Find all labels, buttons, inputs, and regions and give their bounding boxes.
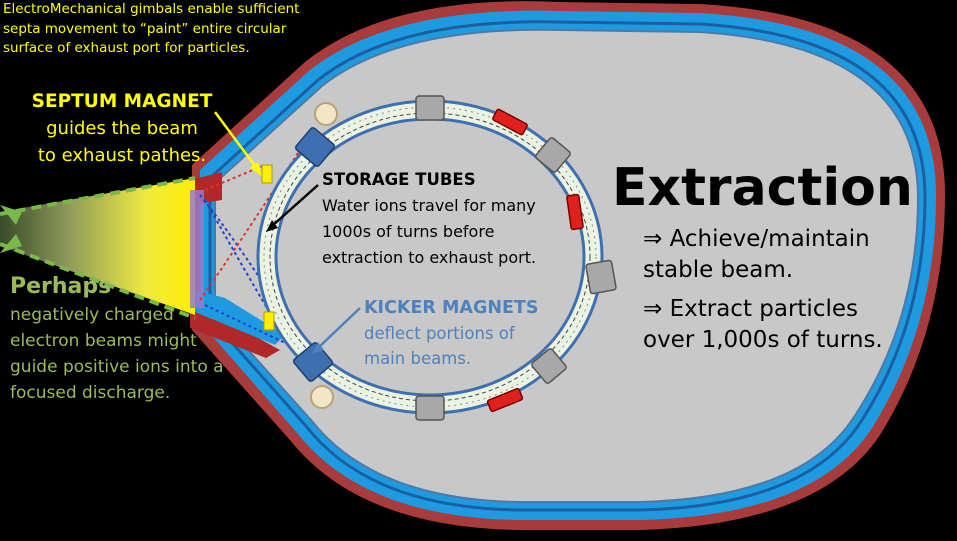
septum-element-upper — [261, 164, 273, 184]
exhaust-port-blue — [195, 290, 285, 345]
storage-label: STORAGE TUBES Water ions travel for many… — [322, 167, 536, 271]
extraction-bullets: ⇒ Achieve/maintain stable beam. ⇒ Extrac… — [643, 224, 883, 356]
kicker-pointer — [317, 307, 361, 349]
septum-pointer — [213, 111, 260, 171]
perhaps-heading: Perhaps — [10, 274, 112, 299]
gimbal-note: ElectroMechanical gimbals enable suffici… — [3, 0, 299, 59]
kicker-magnets — [486, 108, 584, 413]
gimbal-note-line: ElectroMechanical gimbals enable suffici… — [3, 1, 300, 17]
beam-guide-upper — [0, 176, 196, 216]
septum-label: SEPTUM MAGNET guides the beam to exhaust… — [8, 88, 236, 169]
beam-arrow-upper — [0, 205, 22, 225]
beam-guide-lower — [0, 242, 196, 320]
septum-blocks — [292, 127, 336, 382]
septum-pointer-head — [250, 162, 262, 176]
bullet-line: stable beam. — [643, 257, 794, 283]
bullet-line: ⇒ Extract particles — [643, 296, 858, 322]
bullet-spacer — [643, 286, 883, 294]
kicker-label: KICKER MAGNETS deflect portions of main … — [364, 296, 538, 371]
hull-dark-stripe — [208, 20, 927, 512]
ion-source-lower — [310, 385, 334, 409]
storage-heading: STORAGE TUBES — [322, 170, 476, 189]
exhaust-port-lower — [190, 310, 280, 358]
kicker-pointer-head — [312, 342, 324, 354]
exhaust-grid — [190, 190, 204, 308]
kicker-heading: KICKER MAGNETS — [364, 298, 539, 318]
extracted-beam — [0, 178, 195, 315]
bullet-line: over 1,000s of turns. — [643, 327, 883, 353]
storage-line: 1000s of turns before — [322, 222, 495, 241]
storage-line: Water ions travel for many — [322, 196, 536, 215]
perhaps-label: Perhaps negatively charged electron beam… — [10, 272, 224, 406]
perhaps-line: electron beams might — [10, 331, 197, 351]
gimbal-note-line: surface of exhaust port for particles. — [3, 40, 250, 56]
septum-line: guides the beam — [46, 118, 198, 139]
septum-line: to exhaust pathes. — [37, 145, 207, 166]
bullet-line: ⇒ Achieve/maintain — [643, 226, 870, 252]
storage-pointer — [271, 184, 319, 227]
storage-pointer-head — [266, 220, 278, 232]
septum-element-lower — [263, 311, 275, 331]
extraction-title: Extraction — [612, 158, 913, 218]
perhaps-line: guide positive ions into a — [10, 357, 224, 377]
septum-heading: SEPTUM MAGNET — [31, 91, 213, 112]
storage-line: extraction to exhaust port. — [322, 248, 537, 267]
kicker-line: main beams. — [364, 349, 472, 368]
beam-arrow-lower — [0, 234, 22, 253]
perhaps-line: negatively charged — [10, 305, 174, 325]
ring-joints — [415, 95, 617, 421]
perhaps-line: focused discharge. — [10, 383, 171, 403]
ion-source-upper — [314, 102, 338, 126]
gimbal-note-line: septa movement to “paint” entire circula… — [3, 20, 287, 37]
kicker-line: deflect portions of — [364, 324, 515, 343]
